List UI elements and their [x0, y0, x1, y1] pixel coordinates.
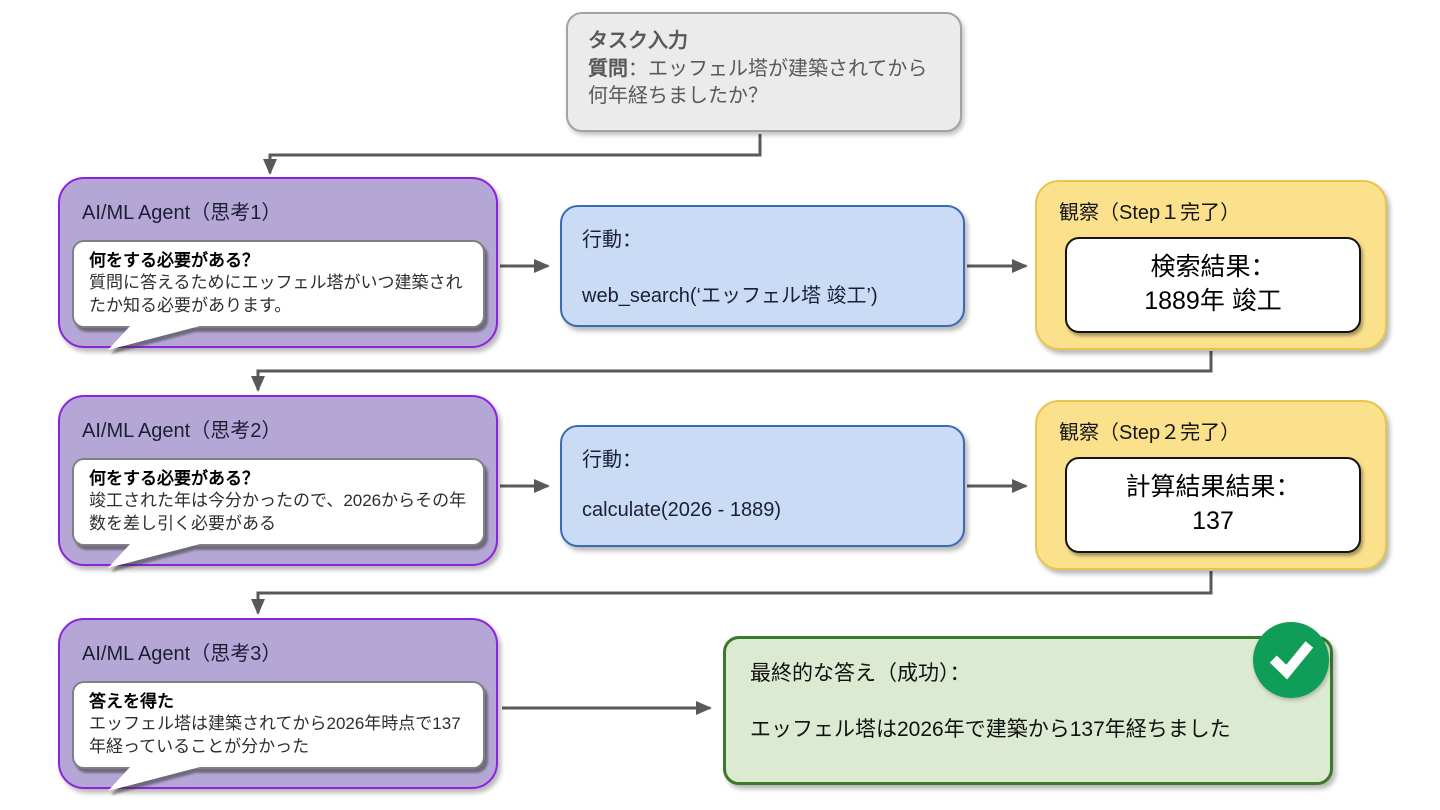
- final-answer-node: 最終的な答え（成功）： エッフェル塔は2026年で建築から137年経ちました: [723, 636, 1333, 785]
- observation-2-title: 観察（Step２完了）: [1059, 422, 1241, 444]
- task-question: 質問：エッフェル塔が建築されてから何年経ちましたか？: [588, 56, 940, 111]
- bubble-tail-3: [108, 766, 200, 791]
- task-question-label: 質問: [588, 57, 628, 80]
- agent2-title: AI/ML Agent（思考2）: [82, 420, 282, 442]
- agent3-title: AI/ML Agent（思考3）: [82, 643, 282, 665]
- observation-node-1: 観察（Step１完了） 検索結果： 1889年 竣工: [1035, 180, 1387, 350]
- task-question-text: ：エッフェル塔が建築されてから何年経ちましたか？: [588, 57, 928, 108]
- thought-2-text: 竣工された年は今分かったので、2026からその年数を差し引く必要がある: [89, 491, 467, 533]
- bubble-tail-2: [108, 543, 200, 568]
- result-2-line2: 137: [1192, 507, 1234, 535]
- task-title: タスク入力: [588, 30, 688, 52]
- thought-bubble-3-body: 答えを得た エッフェル塔は建築されてから2026年時点で137年経っていることが…: [72, 681, 485, 769]
- thought-2-heading: 何をする必要がある？: [89, 469, 259, 488]
- task-input-node: タスク入力 質問：エッフェル塔が建築されてから何年経ちましたか？: [566, 12, 962, 132]
- thought-3-heading: 答えを得た: [89, 692, 174, 711]
- thought-bubble-2: 何をする必要がある？ 竣工された年は今分かったので、2026からその年数を差し引…: [72, 458, 485, 568]
- action-2-code: calculate(2026 - 1889): [582, 499, 782, 521]
- arrow-obs2-to-agent3: [251, 571, 1213, 615]
- agent1-title: AI/ML Agent（思考1）: [82, 202, 282, 224]
- thought-bubble-1-body: 何をする必要がある？ 質問に答えるためにエッフェル塔がいつ建築されたか知る必要が…: [72, 240, 485, 328]
- thought-1-heading: 何をする必要がある？: [89, 251, 259, 270]
- final-answer-title: 最終的な答え（成功）：: [750, 662, 971, 685]
- observation-1-title: 観察（Step１完了）: [1059, 202, 1241, 224]
- agent-node-thought1: AI/ML Agent（思考1） 何をする必要がある？ 質問に答えるためにエッフ…: [58, 177, 498, 350]
- arrow-obs1-to-agent2: [251, 351, 1213, 392]
- agent-node-thought3: AI/ML Agent（思考3） 答えを得た エッフェル塔は建築されてから202…: [58, 618, 498, 791]
- agent-node-thought2: AI/ML Agent（思考2） 何をする必要がある？ 竣工された年は今分かった…: [58, 395, 498, 568]
- final-answer-text: エッフェル塔は2026年で建築から137年経ちました: [750, 718, 1231, 741]
- thought-bubble-2-body: 何をする必要がある？ 竣工された年は今分かったので、2026からその年数を差し引…: [72, 458, 485, 546]
- action-node-1: 行動： web_search(‘エッフェル塔 竣工’): [560, 205, 965, 327]
- action-2-label: 行動：: [582, 449, 642, 471]
- result-1-line2: 1889年 竣工: [1144, 287, 1282, 315]
- action-1-label: 行動：: [582, 229, 642, 251]
- result-2-line1: 計算結果結果：: [1125, 473, 1301, 502]
- arrow-task-to-agent1: [263, 134, 762, 175]
- observation-node-2: 観察（Step２完了） 計算結果結果： 137: [1035, 400, 1387, 570]
- result-card-1: 検索結果： 1889年 竣工: [1065, 237, 1361, 333]
- bubble-tail-1: [108, 325, 200, 350]
- thought-1-text: 質問に答えるためにエッフェル塔がいつ建築されたか知る必要があります。: [89, 273, 463, 315]
- action-1-code: web_search(‘エッフェル塔 竣工’): [582, 285, 878, 307]
- thought-bubble-1: 何をする必要がある？ 質問に答えるためにエッフェル塔がいつ建築されたか知る必要が…: [72, 240, 485, 350]
- action-node-2: 行動： calculate(2026 - 1889): [560, 425, 965, 547]
- thought-3-text: エッフェル塔は建築されてから2026年時点で137年経っていることが分かった: [89, 714, 461, 756]
- result-1-line1: 検索結果：: [1150, 253, 1276, 282]
- check-icon: [1253, 622, 1329, 698]
- result-card-2: 計算結果結果： 137: [1065, 457, 1361, 553]
- thought-bubble-3: 答えを得た エッフェル塔は建築されてから2026年時点で137年経っていることが…: [72, 681, 485, 791]
